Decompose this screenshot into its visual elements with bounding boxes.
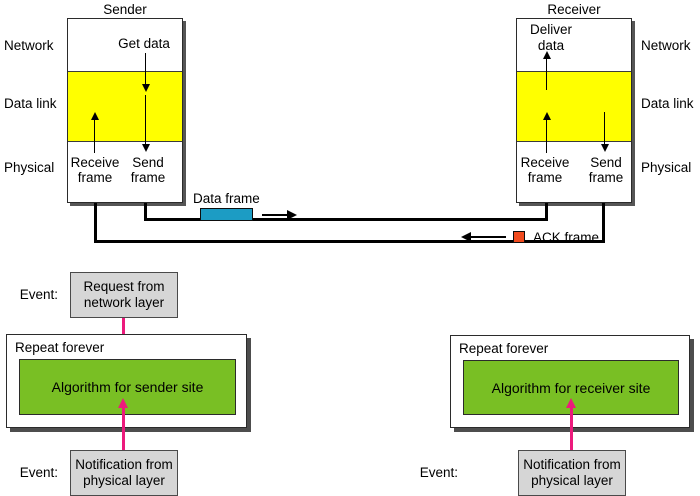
receiver-physical-layer-cell [517,142,631,202]
sender-title: Sender [103,2,147,17]
sender-event-top-prefix: Event: [19,287,58,302]
sender-event-bottom-line2: physical layer [83,473,165,488]
receiver-send-frame-label-line1: Send [590,155,622,170]
data-wire-receiver-rise [545,203,549,221]
data-wire-horizontal [144,218,548,222]
receiver-receive-frame-arrow [542,112,551,153]
sender-get-data-label: Get data [118,36,170,51]
ack-wire-receiver-drop [602,203,606,243]
ack-frame-label: ACK frame [533,230,600,245]
right-layer-label-network: Network [641,38,691,53]
sender-event-bottom-prefix: Event: [19,465,58,480]
receiver-send-frame-arrow [600,112,609,152]
sender-send-frame-label-line2: frame [130,170,166,185]
left-layer-label-network: Network [4,38,54,53]
sender-datalink-layer-cell [68,72,182,142]
sender-repeat-forever-label: Repeat forever [15,340,105,355]
sender-protocol-stack [67,18,183,203]
sender-send-frame-arrow [141,95,150,152]
data-frame-label: Data frame [193,191,260,206]
receiver-datalink-layer-cell [517,72,631,142]
sender-receive-frame-arrow [90,112,99,153]
data-frame-direction-arrow-icon [262,209,297,220]
sender-event-bottom-line1: Notification from [75,457,173,472]
sender-receive-frame-label-line1: Receive [70,155,120,170]
sender-repeat-forever-box: Repeat forever Algorithm for sender site [6,334,247,428]
sender-receive-frame-label-line2: frame [77,170,113,185]
ack-frame-direction-arrow-icon [461,231,506,242]
sender-network-layer-cell [68,19,182,72]
sender-algorithm-label: Algorithm for sender site [51,379,204,395]
receiver-receive-frame-label-line1: Receive [520,155,570,170]
receiver-send-frame-label-line2: frame [588,170,624,185]
right-layer-label-datalink: Data link [641,96,694,111]
sender-get-data-arrow [141,53,150,92]
sender-event-top-line1: Request from [83,279,165,294]
sender-event-top-line2: network layer [83,295,165,310]
receiver-bottom-event-arrow [566,398,577,455]
receiver-event-bottom-prefix: Event: [419,465,458,480]
receiver-event-bottom-line2: physical layer [531,473,613,488]
sender-physical-layer-cell [68,142,182,202]
receiver-receive-frame-label-line2: frame [527,170,563,185]
right-layer-label-physical: Physical [641,160,692,175]
ack-wire-horizontal [94,240,605,244]
receiver-event-bottom-line1: Notification from [523,457,621,472]
left-layer-label-datalink: Data link [4,96,57,111]
receiver-deliver-data-label-line2: data [537,38,565,53]
sender-send-frame-label-line1: Send [132,155,164,170]
receiver-event-notification-from-physical-layer: Notification from physical layer [518,450,626,496]
receiver-algorithm-label: Algorithm for receiver site [491,379,651,396]
ack-frame-swatch-icon [513,231,525,243]
receiver-deliver-data-arrow [542,51,551,90]
receiver-network-layer-cell [517,19,631,72]
sender-event-request-from-network-layer: Request from network layer [70,272,178,318]
ack-wire-sender-rise [94,203,98,243]
receiver-title: Receiver [547,2,601,17]
receiver-protocol-stack [516,18,632,203]
sender-event-notification-from-physical-layer: Notification from physical layer [70,450,178,496]
receiver-deliver-data-label-line1: Deliver [529,22,572,37]
data-frame-swatch-icon [200,208,253,221]
data-wire-sender-drop [144,203,148,221]
left-layer-label-physical: Physical [4,160,55,175]
sender-bottom-event-arrow [118,398,129,455]
receiver-repeat-forever-label: Repeat forever [459,341,549,356]
